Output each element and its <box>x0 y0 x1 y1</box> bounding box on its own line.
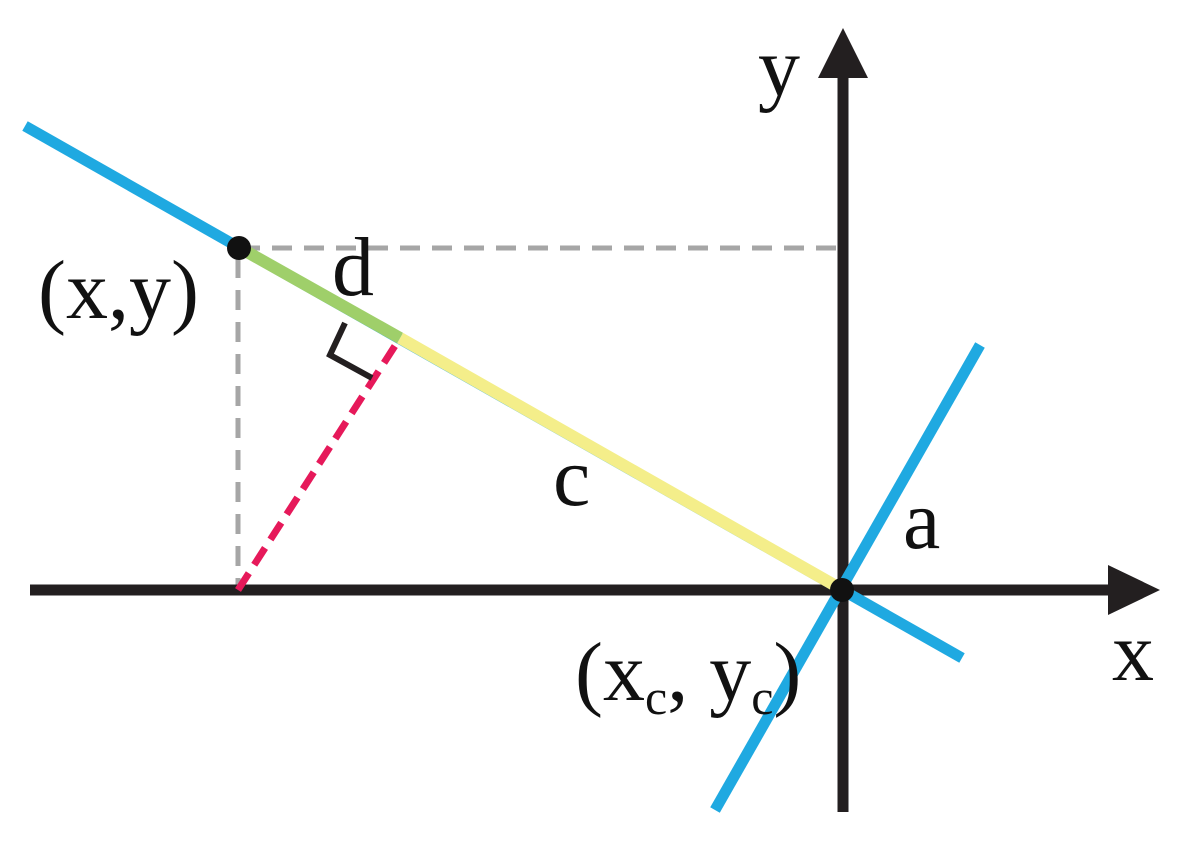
a-label: a <box>903 474 940 567</box>
center-label-close: ) <box>773 626 801 719</box>
x-axis-label: x <box>1112 606 1154 699</box>
center-label-mid: , y <box>667 626 751 719</box>
segment-d <box>237 242 403 344</box>
y-axis-label: y <box>758 21 800 114</box>
line-a <box>710 342 985 813</box>
center-label-sub-y: c <box>751 669 773 725</box>
center-label-open: (x <box>575 626 645 719</box>
center-label-sub-x: c <box>645 669 667 725</box>
segment-c <box>397 332 846 596</box>
perpendicular-dashed <box>235 336 403 592</box>
c-label: c <box>553 431 590 524</box>
x-axis-arrowhead <box>1108 565 1160 615</box>
center-point-label: (xc, yc) <box>575 626 801 725</box>
y-axis-arrowhead <box>818 28 868 78</box>
center-point-dot <box>830 578 854 602</box>
right-angle-marker <box>326 321 374 381</box>
point-xy-dot <box>227 236 251 260</box>
point-label: (x,y) <box>38 244 199 337</box>
d-label: d <box>332 221 374 314</box>
